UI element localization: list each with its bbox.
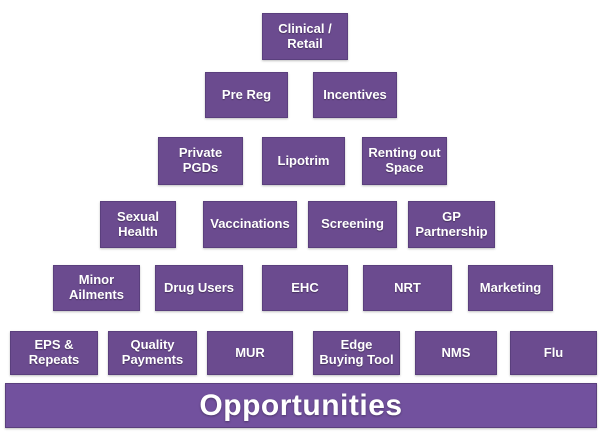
box-incentives: Incentives	[313, 72, 397, 118]
box-nrt: NRT	[363, 265, 452, 311]
box-sexual-health: Sexual Health	[100, 201, 176, 248]
box-eps-repeats: EPS & Repeats	[10, 331, 98, 375]
box-nms: NMS	[415, 331, 497, 375]
box-quality-payments: Quality Payments	[108, 331, 197, 375]
box-marketing: Marketing	[468, 265, 553, 311]
box-edge-buying-tool: Edge Buying Tool	[313, 331, 400, 375]
box-ehc: EHC	[262, 265, 348, 311]
box-minor-ailments: Minor Ailments	[53, 265, 140, 311]
box-flu: Flu	[510, 331, 597, 375]
box-clinical-retail: Clinical / Retail	[262, 13, 348, 60]
box-vaccinations: Vaccinations	[203, 201, 297, 248]
box-renting-out-space: Renting out Space	[362, 137, 447, 185]
opportunities-bar: Opportunities	[5, 383, 597, 428]
box-gp-partnership: GP Partnership	[408, 201, 495, 248]
box-pre-reg: Pre Reg	[205, 72, 288, 118]
box-screening: Screening	[308, 201, 397, 248]
box-drug-users: Drug Users	[155, 265, 243, 311]
box-mur: MUR	[207, 331, 293, 375]
box-lipotrim: Lipotrim	[262, 137, 345, 185]
box-private-pgds: Private PGDs	[158, 137, 243, 185]
